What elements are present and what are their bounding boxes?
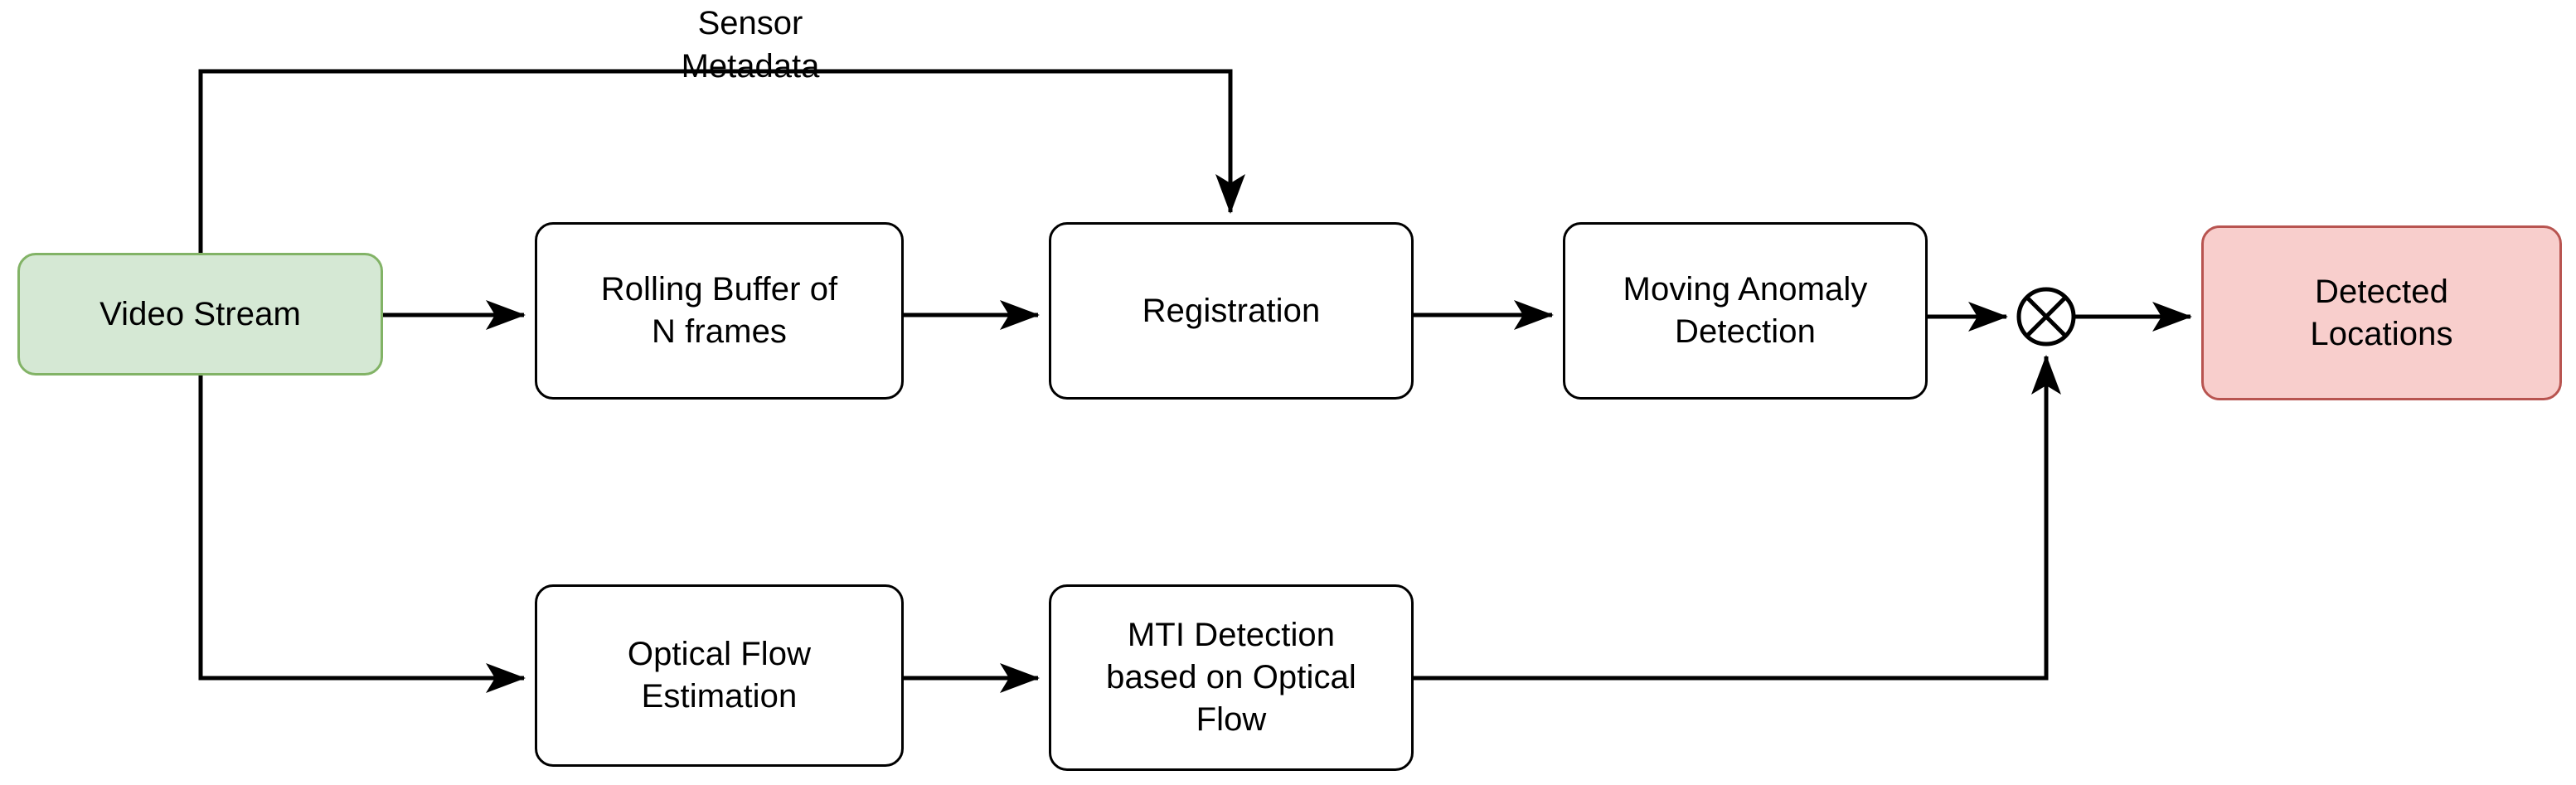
- combine-operator-icon[interactable]: [2016, 287, 2076, 346]
- node-mti-detection[interactable]: MTI Detection based on Optical Flow: [1049, 584, 1414, 771]
- node-optical-flow-estimation[interactable]: Optical Flow Estimation: [535, 584, 904, 767]
- edge-label-sensor-metadata: Sensor Metadata: [681, 5, 820, 85]
- edge-mti-to-combine: [1414, 354, 2061, 681]
- node-rolling-buffer[interactable]: Rolling Buffer of N frames: [535, 222, 904, 400]
- node-detected-locations[interactable]: Detected Locations: [2201, 225, 2562, 400]
- node-registration[interactable]: Registration: [1049, 222, 1414, 400]
- edge-video-stream-to-optical-flow: [198, 376, 526, 693]
- edge-video-stream-to-registration: [198, 69, 1245, 253]
- node-moving-anomaly-detection[interactable]: Moving Anomaly Detection: [1563, 222, 1928, 400]
- node-video-stream[interactable]: Video Stream: [17, 253, 383, 376]
